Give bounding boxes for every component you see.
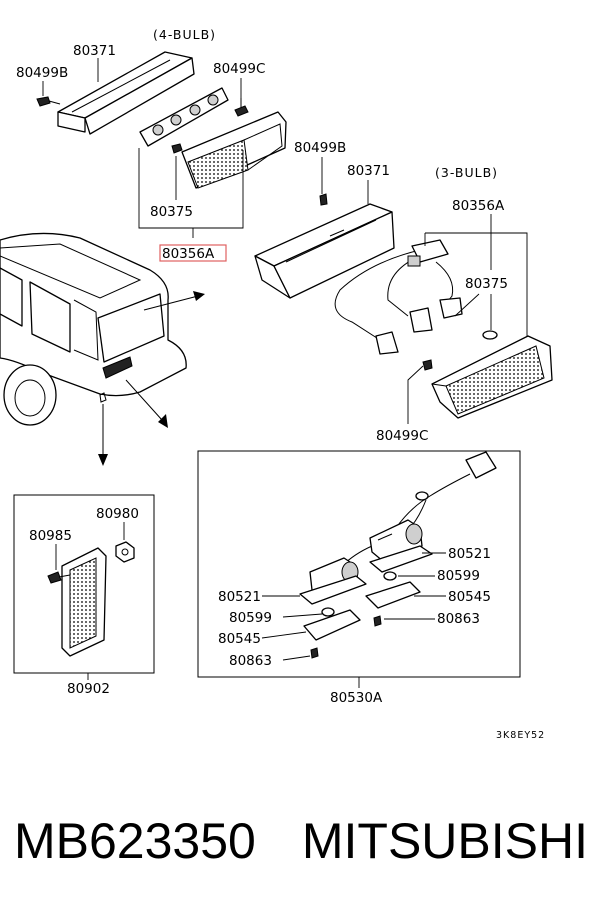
label-80375-right: 80375 [465, 276, 508, 292]
label-80545-right: 80545 [448, 589, 491, 605]
lens-left [303, 609, 361, 641]
label-80530a: 80530A [330, 690, 383, 706]
reflector-box: 80985 80980 80902 [13, 494, 155, 697]
part-number: MB623350 [14, 813, 256, 869]
label-80371-right: 80371 [347, 163, 390, 179]
lamp-lens-80356a-top [181, 111, 287, 189]
screw-80499c-right [422, 359, 433, 371]
label-80863-right: 80863 [437, 611, 480, 627]
label-80499b-top: 80499B [16, 65, 68, 81]
vehicle-rear-outline [0, 232, 187, 426]
connector-plug [465, 451, 497, 479]
lamp-socket-right [369, 519, 423, 563]
lamp-housing-80371-right [254, 203, 395, 299]
label-80371-top: 80371 [73, 43, 116, 59]
label-80599-left: 80599 [229, 610, 272, 626]
label-80902: 80902 [67, 681, 110, 697]
wiring-harness-right [334, 239, 498, 355]
lens-right [365, 581, 421, 609]
screw-80375-top [171, 143, 183, 154]
screw-80985 [47, 571, 71, 584]
label-80599-right: 80599 [437, 568, 480, 584]
four-bulb-lamp-group: (4-BULB) [16, 27, 287, 262]
label-80545-left: 80545 [218, 631, 261, 647]
diagram-code: 3K8EY52 [496, 730, 545, 741]
label-80499c-right: 80499C [376, 428, 428, 444]
highlight-box-80356a [159, 244, 227, 262]
screw-80499b-right [319, 193, 328, 206]
label-80375-top: 80375 [150, 204, 193, 220]
four-bulb-header: (4-BULB) [153, 27, 216, 42]
label-80985: 80985 [29, 528, 72, 544]
three-bulb-header: (3-BULB) [435, 165, 498, 180]
label-80356a-top: 80356A [162, 246, 215, 262]
screw-80499c-top [234, 98, 249, 117]
three-bulb-lamp-group: (3-BULB) [254, 140, 553, 444]
screw-80499b-top [36, 96, 61, 107]
gasket-right [369, 545, 433, 573]
license-lamp-box: 80521 80599 80545 80863 80521 80599 8054… [197, 450, 521, 706]
label-80499b-right: 80499B [294, 140, 346, 156]
label-80356a-right: 80356A [452, 198, 505, 214]
label-80499c-top: 80499C [213, 61, 265, 77]
label-80863-left: 80863 [229, 653, 272, 669]
label-80521-left: 80521 [218, 589, 261, 605]
footer-caption: MB623350 MITSUBISHI [14, 806, 600, 876]
parts-diagram: (4-BULB) [0, 27, 553, 741]
gasket-left [299, 575, 367, 605]
nut-80980 [115, 541, 135, 563]
pointer-arrows [98, 291, 205, 466]
label-80521-right: 80521 [448, 546, 491, 562]
lamp-lens-80356a-right [431, 335, 553, 419]
lamp-housing-80371-top [57, 51, 195, 135]
brand-name: MITSUBISHI [301, 813, 588, 869]
label-80980: 80980 [96, 506, 139, 522]
